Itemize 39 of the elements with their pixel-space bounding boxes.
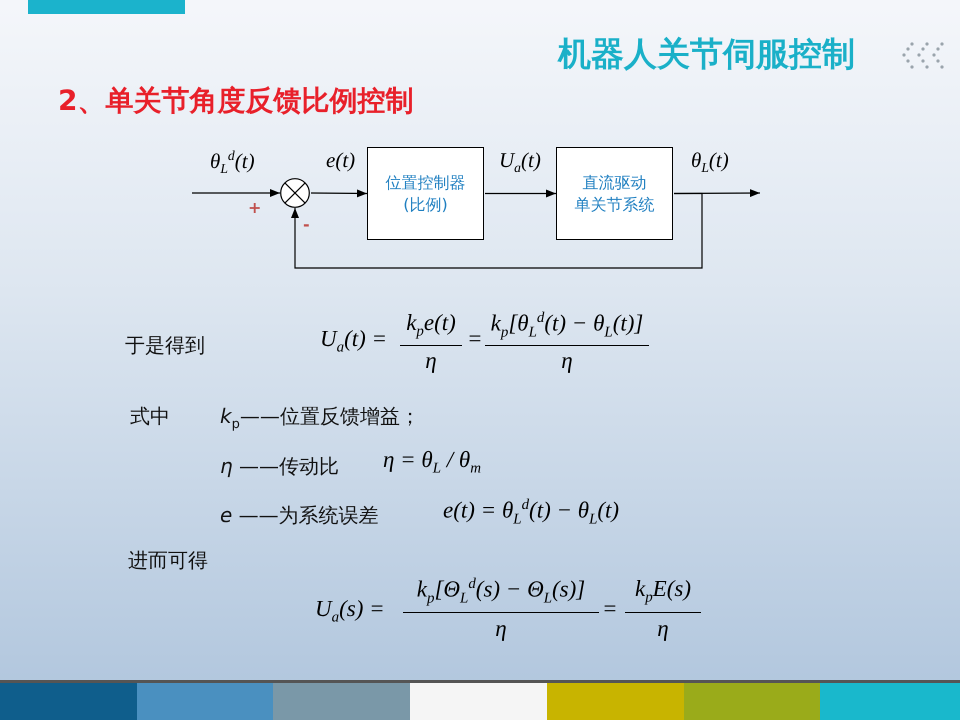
sign-label: + [248,198,262,217]
formula-text: η [657,616,669,642]
block-label: (比例) [403,194,448,216]
block-box [367,147,484,240]
signal-arrow [485,190,556,198]
formula-text: = [467,326,483,352]
formula-text: k$_{p}$[θ$_{L}$$^{d}$(t) − θ$_{L}$(t)] [490,310,644,342]
formula-text: η = θ$_{L}$ / θ$_{m}$ [383,447,482,478]
formula-text: e(t) = θ$_{L}$$^{d}$(t) − θ$_{L}$(t) [443,497,620,528]
body-text: 式中 [130,403,170,430]
formula-text: U$_{a}$(s) = [315,596,385,627]
formula-text: U$_{a}$(t) = [320,326,388,357]
signal-arrow [311,189,367,198]
formula-text: η [561,348,573,374]
signal-label: θ$_{L}$$^{d}$(t) [210,148,255,178]
slide-title: 2、单关节角度反馈比例控制 [58,83,414,119]
summing-junction [280,178,310,208]
formula-text: η [425,348,437,374]
sign-label: - [303,215,310,234]
body-text: 进而可得 [128,547,208,574]
block-label: 单关节系统 [574,194,654,216]
block-label: 直流驱动 [582,172,646,194]
formula-text: = [602,596,618,622]
signal-arrow [192,189,280,197]
block-box [556,147,673,240]
slide-heading: 机器人关节伺服控制 [558,33,855,75]
body-text: η ——传动比 [220,453,340,480]
formula-text: k$_{p}$e(t) [406,310,456,341]
body-text: 于是得到 [125,332,205,359]
body-text: k$_{p}$——位置反馈增益； [220,403,420,432]
formula-text: k$_{p}$[Θ$_{L}$$^{d}$(s) − Θ$_{L}$(s)] [416,576,586,608]
signal-label: e(t) [326,148,356,173]
formula-text: η [495,616,507,642]
body-text: e ——为系统误差 [220,502,379,529]
formula-text: k$_{p}$E(s) [635,576,691,607]
signal-label: U$_{a}$(t) [499,148,541,176]
signal-arrow [291,192,703,269]
block-label: 位置控制器 [386,172,466,194]
signal-label: θ$_{L}$(t) [691,148,729,176]
